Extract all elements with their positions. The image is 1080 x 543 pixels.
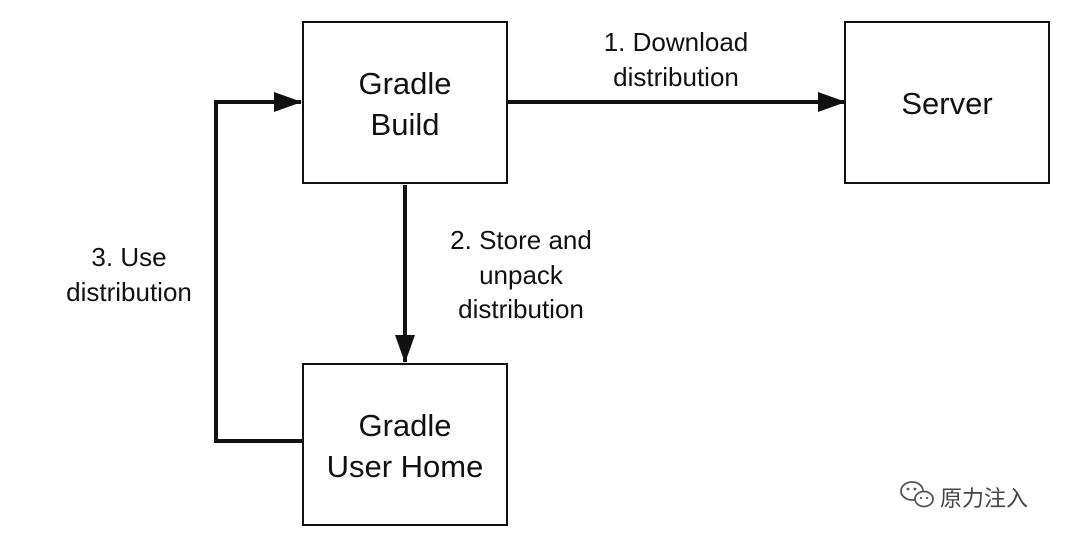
store-edge: 2. Store and unpack distribution (395, 185, 592, 363)
gradle-user-home-label-line2: User Home (327, 449, 484, 484)
gradle-build-label-line2: Build (371, 107, 440, 142)
store-label-line1: 2. Store and (450, 225, 592, 255)
use-edge: 3. Use distribution (66, 92, 303, 443)
wechat-icon (900, 481, 934, 508)
gradle-build-box (302, 21, 508, 184)
gradle-user-home-node: Gradle User Home (302, 363, 508, 526)
use-arrow (214, 92, 303, 443)
use-label-line1: 3. Use (91, 242, 166, 272)
server-box (844, 21, 1050, 184)
gradle-user-home-label-line1: Gradle (358, 408, 451, 443)
server-label: Server (901, 86, 992, 121)
download-edge: 1. Download distribution (507, 27, 846, 112)
store-label-line3: distribution (458, 294, 584, 324)
watermark: 原力注入 (900, 481, 1028, 512)
gradle-build-node: Gradle Build (302, 21, 508, 184)
download-label-line1: 1. Download (604, 27, 749, 57)
watermark-text: 原力注入 (940, 487, 1028, 512)
gradle-build-label-line1: Gradle (358, 66, 451, 101)
download-label-line2: distribution (613, 62, 739, 92)
use-label-line2: distribution (66, 277, 192, 307)
gradle-user-home-box (302, 363, 508, 526)
server-node: Server (844, 21, 1050, 184)
store-label-line2: unpack (479, 260, 564, 290)
